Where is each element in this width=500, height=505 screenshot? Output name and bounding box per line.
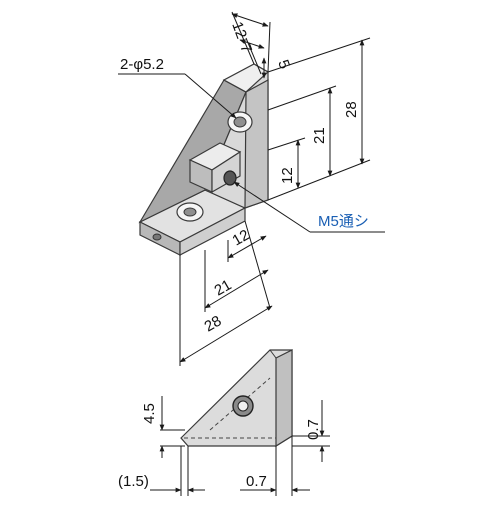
dim-side-bottom-0-7: 0.7 (246, 473, 267, 490)
dim-top-5: 5 (274, 58, 293, 72)
dim-side-right-0-7: 0.7 (305, 419, 322, 440)
through-hole-note-label: M5通シ (318, 213, 369, 230)
dim-right-12: 12 (279, 167, 296, 184)
dim-side-bottom-1-5: (1.5) (118, 473, 149, 490)
dim-side-4-5: 4.5 (141, 403, 158, 424)
dim-top-12: 12 (228, 20, 250, 41)
side-view-dimensions (150, 396, 330, 496)
dim-bottom-21: 21 (212, 276, 235, 299)
dim-right-21: 21 (311, 127, 328, 144)
side-through-hole (223, 170, 237, 186)
dim-bottom-28: 28 (202, 312, 225, 335)
side-view-bracket (180, 349, 293, 448)
dim-right-28: 28 (343, 101, 360, 118)
isometric-bracket (138, 63, 270, 256)
isometric-dimensions (118, 11, 385, 366)
hole-note-label: 2-φ5.2 (120, 56, 164, 73)
dim-bottom-12: 12 (230, 226, 253, 249)
